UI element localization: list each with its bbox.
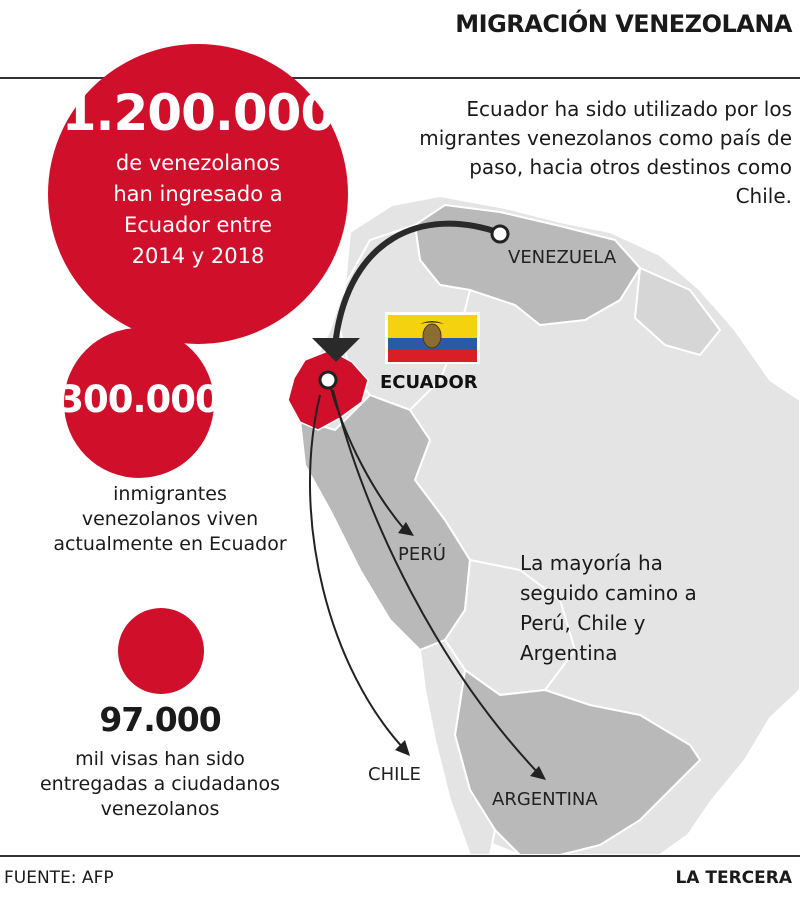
intro-text: Ecuador ha sido utilizado por los migran… [419,97,792,208]
stat-value-2: 300.000 [58,378,221,421]
stat-label-1-line-4: 2014 y 2018 [131,244,265,268]
guyana-shape [633,266,722,357]
flag-condor [420,321,444,324]
main-migration-arrow [333,220,503,341]
brand-logo-text: LA TERCERA [675,868,792,888]
route-to-argentina [332,389,541,776]
arrowhead-argentina [530,766,546,780]
label-chile: CHILE [368,764,421,785]
stat-label-1-line-3: Ecuador entre [123,213,273,237]
stat-label-2-line-3: actualmente en Ecuador [53,533,287,555]
route-to-chile [309,394,406,751]
arrowhead-peru [398,522,414,536]
stat-label-3-line-1: mil visas han sido [75,748,245,770]
stat-label-1-line-2: han ingresado a [113,182,283,206]
stat-label-1: de venezolanos han ingresado a Ecuador e… [48,148,348,272]
stat-label-3-line-2: entregadas a ciudadanos [39,773,281,795]
stat-label-3: mil visas han sido entregadas a ciudadan… [20,747,300,822]
chile-shape [418,638,497,856]
stat-circle-2 [64,328,214,478]
label-ecuador: ECUADOR [380,372,478,393]
stat-value-1: 1.200.000 [61,84,336,142]
venezuela-dot [490,224,510,244]
ecuador-dot [318,370,338,390]
label-peru: PERÚ [398,544,446,565]
stat-label-2-line-1: inmigrantes [113,483,227,505]
stat-value-3: 97.000 [99,700,221,739]
route-arrowheads [395,522,546,780]
stat-label-2: inmigrantes venezolanos viven actualment… [40,482,300,557]
stat-circle-1 [48,44,348,344]
flag-coat-of-arms [422,323,442,349]
route-note: La mayoría ha seguido camino a Perú, Chi… [520,551,697,665]
ecuador-flag [385,312,480,364]
stat-circle-3 [118,608,204,694]
stat-label-2-line-2: venezolanos viven [81,508,259,530]
footer-rule [0,855,800,857]
main-arrowhead [312,338,360,362]
migration-routes [309,384,541,776]
stat-label-3-line-3: venezolanos [100,798,220,820]
page-title: MIGRACIÓN VENEZOLANA [455,10,792,38]
stat-label-1-line-1: de venezolanos [115,151,281,175]
header-rule [0,77,800,79]
label-venezuela: VENEZUELA [508,247,617,268]
label-argentina: ARGENTINA [492,789,598,810]
source-credit: FUENTE: AFP [4,868,114,888]
arrowhead-chile [395,740,410,756]
